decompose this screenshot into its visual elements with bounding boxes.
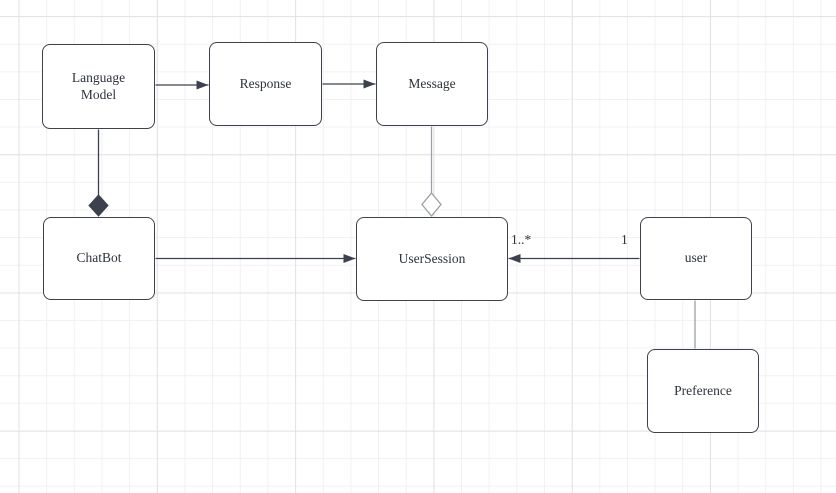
node-chatbot[interactable]: ChatBot — [43, 217, 155, 300]
multiplicity-label-user[interactable]: 1 — [621, 232, 628, 247]
node-usersession[interactable]: UserSession — [356, 217, 508, 301]
multiplicity-label-usersession[interactable]: 1..* — [511, 232, 532, 247]
node-preference[interactable]: Preference — [647, 349, 759, 433]
node-user[interactable]: user — [640, 217, 752, 300]
node-language-model-label: Language Model — [71, 69, 126, 102]
composition-diamond-icon[interactable] — [88, 194, 109, 217]
node-chatbot-label: ChatBot — [76, 250, 122, 266]
node-message-label: Message — [408, 75, 456, 91]
aggregation-diamond-icon[interactable] — [421, 191, 442, 218]
node-response[interactable]: Response — [209, 42, 322, 126]
node-user-label: user — [684, 250, 708, 266]
node-message[interactable]: Message — [376, 42, 488, 126]
node-language-model[interactable]: Language Model — [42, 44, 155, 129]
node-preference-label: Preference — [674, 382, 732, 398]
node-usersession-label: UserSession — [398, 250, 466, 266]
node-response-label: Response — [239, 75, 292, 91]
